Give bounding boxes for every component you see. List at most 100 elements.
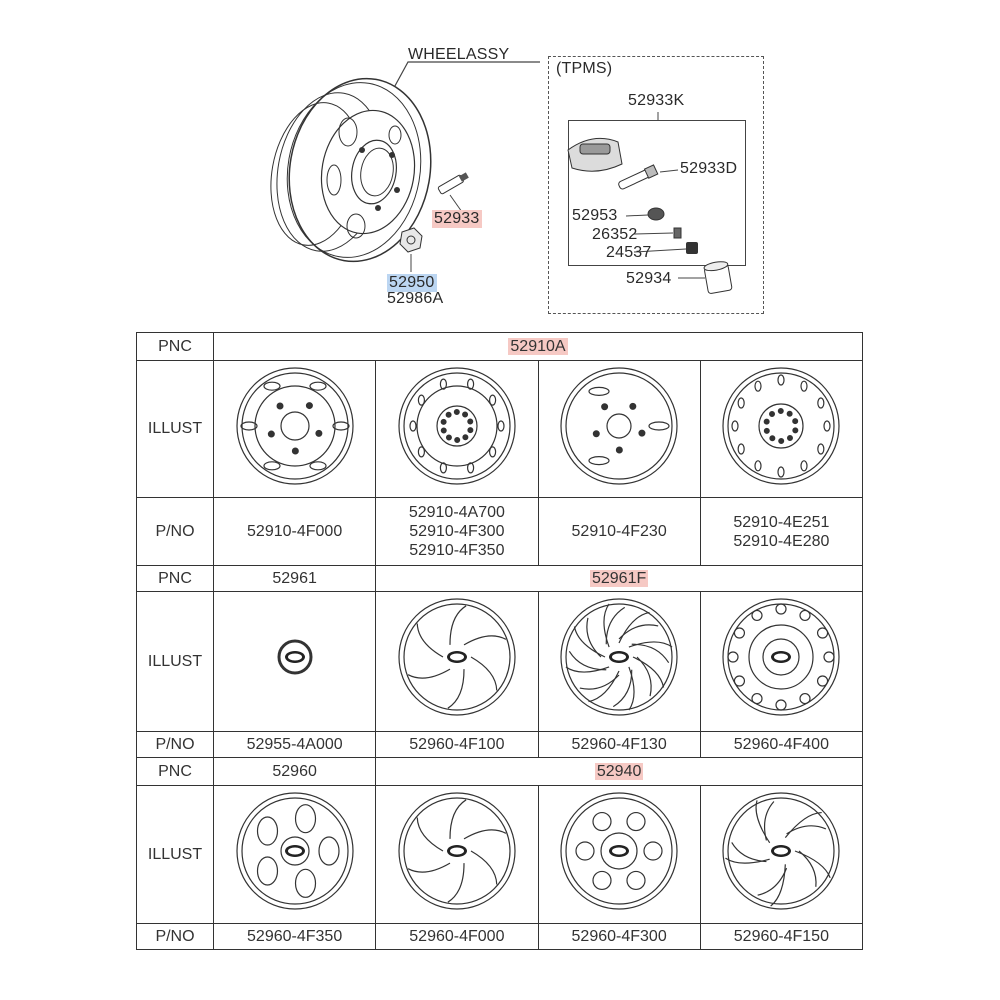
pno-cell: 52910-4F000 bbox=[212, 497, 377, 566]
sensor-callout[interactable]: 52933D bbox=[680, 160, 738, 177]
pnc-cell: 52940 bbox=[375, 757, 863, 786]
wheel-line-art bbox=[236, 367, 354, 485]
pnc-header: PNC bbox=[136, 757, 214, 786]
wheel-line-art bbox=[560, 792, 678, 910]
wheel-line-art bbox=[398, 598, 516, 716]
pno-cell: 52960-4F100 bbox=[375, 731, 539, 758]
pno-cell: 52960-4F130 bbox=[537, 731, 701, 758]
tpms-kit-callout[interactable]: 52933K bbox=[628, 92, 685, 109]
wheel-cover-illustration[interactable] bbox=[376, 592, 537, 731]
steel-wheel-illustration[interactable] bbox=[214, 361, 375, 497]
pnc-row: PNC 52960 52940 bbox=[136, 757, 863, 786]
wheel-assembly-illustration bbox=[270, 61, 540, 272]
part-number[interactable]: 52910-4A700 bbox=[408, 504, 505, 521]
pnc-value[interactable]: 52961F bbox=[589, 569, 649, 587]
illust-cell bbox=[699, 591, 864, 732]
part-number[interactable]: 52960-4F150 bbox=[733, 927, 829, 945]
part-number[interactable]: 52910-4E280 bbox=[733, 532, 830, 550]
pnc-cell: 52961 bbox=[212, 565, 377, 592]
pnc-row: PNC 52910A bbox=[136, 332, 863, 361]
wheel-line-art bbox=[398, 792, 516, 910]
illust-cell bbox=[375, 785, 539, 924]
pno-header: P/NO bbox=[136, 731, 214, 758]
pnc-value[interactable]: 52940 bbox=[594, 762, 644, 780]
nut-callout[interactable]: 52950 bbox=[387, 274, 437, 292]
steel-wheel-illustration[interactable] bbox=[701, 361, 862, 497]
illust-header: ILLUST bbox=[136, 360, 214, 498]
pnc-value[interactable]: 52910A bbox=[508, 337, 568, 355]
wheel-cover-illustration[interactable] bbox=[214, 786, 375, 923]
illust-header: ILLUST bbox=[136, 785, 214, 924]
wheel-line-art bbox=[236, 792, 354, 910]
tpms-group-box bbox=[548, 56, 764, 314]
wheel-cover-illustration[interactable] bbox=[376, 786, 537, 923]
illust-cell bbox=[537, 360, 701, 498]
illust-header: ILLUST bbox=[136, 591, 214, 732]
steel-wheel-illustration[interactable] bbox=[376, 361, 537, 497]
pnc-cell: 52910A bbox=[213, 332, 863, 361]
pnc-value[interactable]: 52960 bbox=[272, 762, 317, 780]
illust-cell bbox=[212, 360, 377, 498]
valve-callout[interactable]: 52933 bbox=[432, 210, 482, 228]
pno-cell: 52910-4A700 52910-4F300 52910-4F350 bbox=[375, 497, 539, 566]
illust-row: ILLUST bbox=[136, 360, 864, 498]
pnc-cell: 52960 bbox=[212, 757, 377, 786]
part-number[interactable]: 52910-4F350 bbox=[409, 542, 505, 559]
valve-cap-callout[interactable]: 24537 bbox=[606, 244, 652, 261]
wheel-line-art bbox=[560, 367, 678, 485]
pno-row: P/NO 52955-4A000 52960-4F100 52960-4F130… bbox=[136, 731, 864, 758]
wheel-line-art bbox=[560, 598, 678, 716]
illust-cell bbox=[375, 360, 539, 498]
nut-alt-callout[interactable]: 52986A bbox=[387, 290, 444, 307]
illust-cell bbox=[699, 785, 864, 924]
parts-table: PNC 52910A ILLUST P/NO 52910-4F000 52910… bbox=[136, 332, 864, 950]
tpms-kit-frame bbox=[568, 120, 746, 266]
illust-row: ILLUST bbox=[136, 591, 864, 732]
part-number[interactable]: 52960-4F350 bbox=[247, 927, 343, 945]
illust-cell bbox=[699, 360, 864, 498]
illust-cell bbox=[537, 591, 701, 732]
illust-cell bbox=[537, 785, 701, 924]
center-cap-illustration[interactable] bbox=[214, 592, 375, 731]
part-number[interactable]: 52910-4F230 bbox=[571, 523, 667, 540]
tpms-nut-callout[interactable]: 52953 bbox=[572, 207, 618, 224]
steel-wheel-illustration[interactable] bbox=[539, 361, 700, 497]
part-number[interactable]: 52910-4F000 bbox=[247, 523, 343, 540]
pno-cell: 52910-4E251 52910-4E280 bbox=[699, 497, 864, 566]
part-number[interactable]: 52960-4F130 bbox=[571, 735, 667, 753]
wheel-line-art bbox=[277, 639, 313, 675]
wheel-line-art bbox=[722, 367, 840, 485]
part-number[interactable]: 52910-4E251 bbox=[733, 513, 830, 531]
part-number[interactable]: 52960-4F300 bbox=[571, 927, 667, 945]
illust-row: ILLUST bbox=[136, 785, 864, 924]
pno-cell: 52960-4F400 bbox=[699, 731, 864, 758]
wheel-cover-illustration[interactable] bbox=[701, 592, 862, 731]
pno-header: P/NO bbox=[136, 497, 214, 566]
part-number[interactable]: 52910-4F300 bbox=[409, 523, 505, 540]
tpms-title: (TPMS) bbox=[556, 60, 613, 77]
part-number[interactable]: 52960-4F100 bbox=[409, 735, 505, 753]
pno-cell: 52960-4F350 bbox=[212, 923, 377, 950]
wheel-cover-illustration[interactable] bbox=[539, 786, 700, 923]
wheel-cover-illustration[interactable] bbox=[701, 786, 862, 923]
pno-row: P/NO 52960-4F350 52960-4F000 52960-4F300… bbox=[136, 923, 864, 950]
pnc-header: PNC bbox=[136, 565, 214, 592]
wheel-line-art bbox=[722, 792, 840, 910]
part-number[interactable]: 52960-4F000 bbox=[409, 927, 505, 945]
pnc-cell: 52961F bbox=[375, 565, 863, 592]
wheel-line-art bbox=[722, 598, 840, 716]
illust-cell bbox=[375, 591, 539, 732]
part-number[interactable]: 52955-4A000 bbox=[246, 735, 343, 753]
pno-cell: 52960-4F150 bbox=[699, 923, 864, 950]
valve-core-callout[interactable]: 26352 bbox=[592, 226, 638, 243]
tpms-parts-illustration bbox=[567, 112, 733, 294]
service-cap-callout[interactable]: 52934 bbox=[626, 270, 672, 287]
pno-cell: 52960-4F000 bbox=[375, 923, 539, 950]
part-number[interactable]: 52960-4F400 bbox=[733, 735, 829, 753]
pnc-header: PNC bbox=[136, 332, 214, 361]
illust-cell bbox=[212, 785, 377, 924]
illust-cell bbox=[212, 591, 377, 732]
wheel-line-art bbox=[398, 367, 516, 485]
pnc-value[interactable]: 52961 bbox=[272, 569, 317, 587]
wheel-cover-illustration[interactable] bbox=[539, 592, 700, 731]
